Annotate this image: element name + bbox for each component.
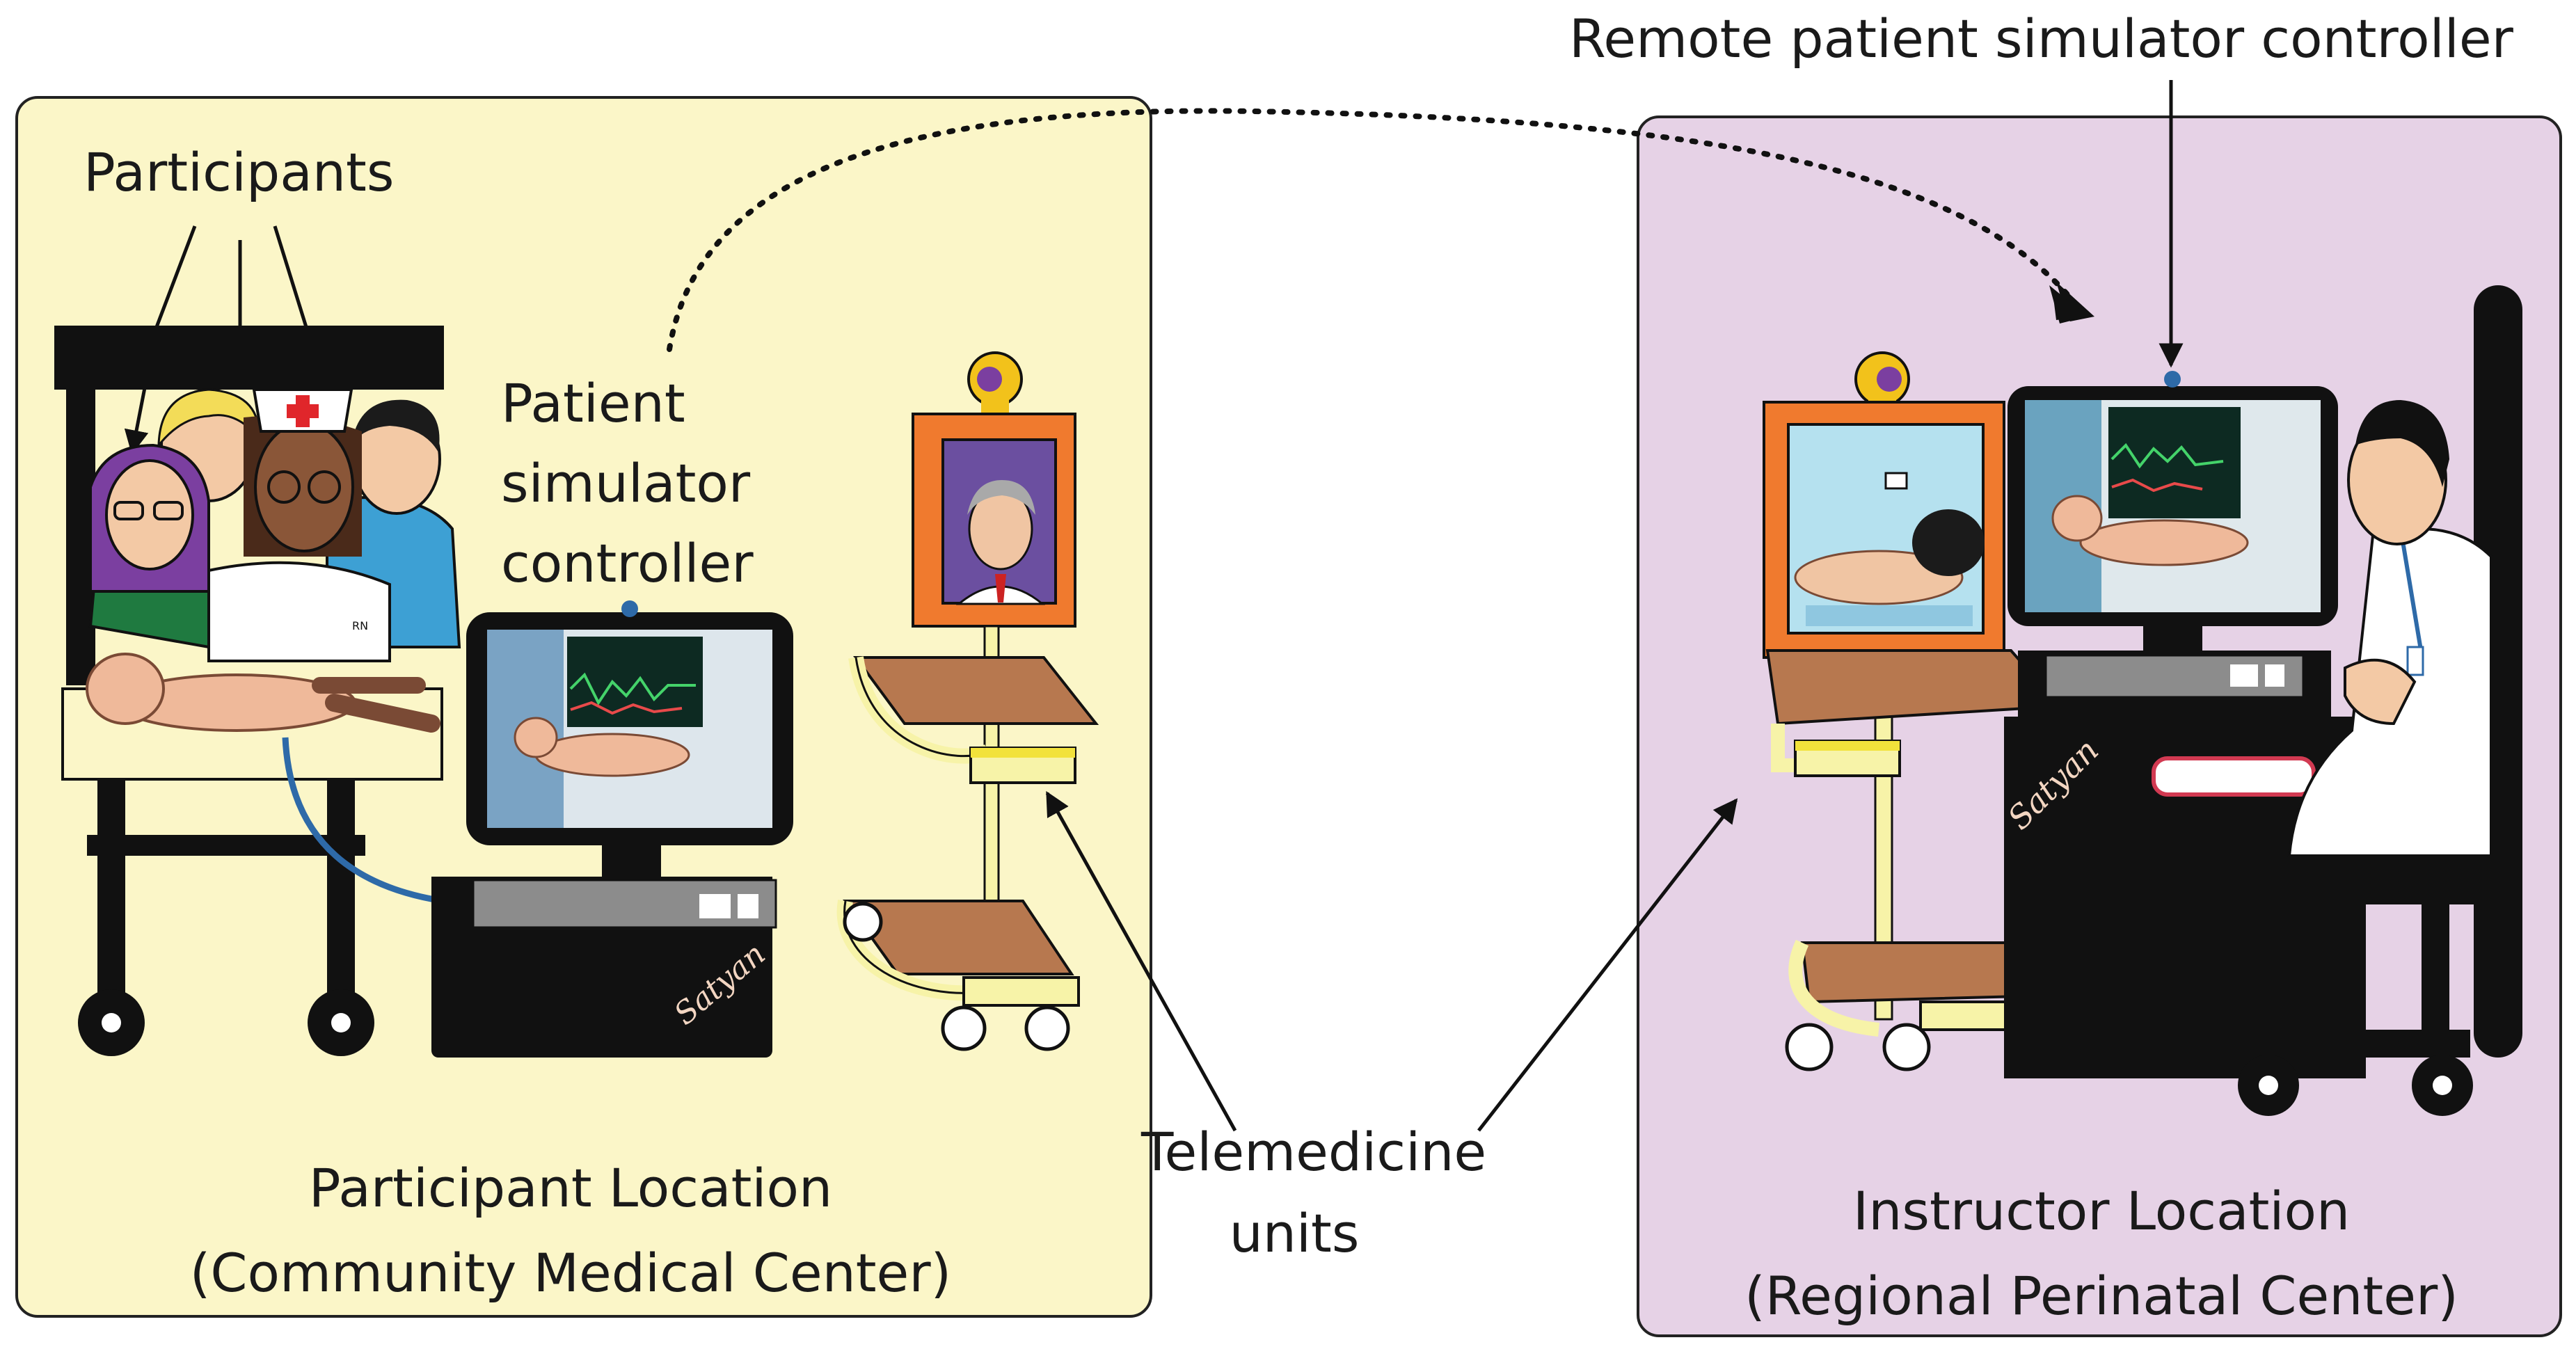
patient-simulator-computer: Satyan xyxy=(431,600,793,1058)
simulator-cable xyxy=(282,737,474,908)
connection-arrowhead-tip xyxy=(2049,285,2088,324)
instructor-location-title: Instructor Location xyxy=(1852,1180,2351,1242)
participants-label: Participants xyxy=(84,141,395,203)
telemedicine-unit-left xyxy=(836,351,1099,1051)
participant-people: RN xyxy=(88,388,461,662)
patient-simulator-label-line3: controller xyxy=(501,532,754,594)
telemedicine-label-line1: Telemedicine xyxy=(1141,1121,1487,1183)
nurse-badge: RN xyxy=(352,619,368,632)
participant-location-title: Participant Location xyxy=(308,1157,833,1219)
participant-location-subtitle: (Community Medical Center) xyxy=(189,1242,952,1304)
infant-warmer: RN xyxy=(54,326,474,1056)
patient-simulator-label-line2: simulator xyxy=(501,452,751,514)
patient-simulator-label-line1: Patient xyxy=(501,372,685,434)
infant-manikin xyxy=(86,653,440,733)
instructor-location-subtitle: (Regional Perinatal Center) xyxy=(1744,1265,2458,1327)
remote-simulator-computer: Satyan xyxy=(2001,371,2366,1078)
pointer-lines xyxy=(1045,80,2184,1132)
remote-controller-label: Remote patient simulator controller xyxy=(1569,8,2513,70)
telemedicine-label-line2: units xyxy=(1229,1202,1360,1264)
instructor-figure xyxy=(2220,285,2522,1116)
connection-dotted-arrow xyxy=(667,108,2080,352)
